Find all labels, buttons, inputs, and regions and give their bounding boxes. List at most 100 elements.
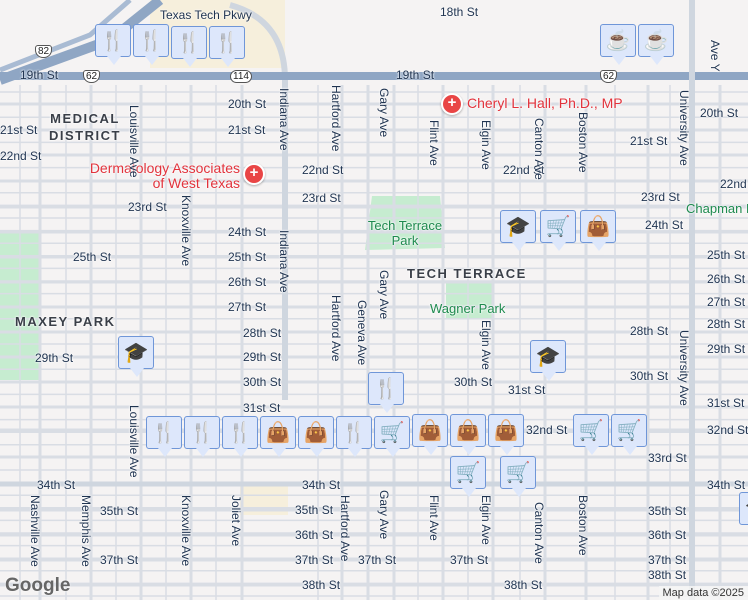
street-label: 36th St (295, 528, 334, 542)
highway-ramp (0, 0, 132, 73)
hospital-icon[interactable] (243, 163, 265, 185)
street-label: 35th St (100, 504, 139, 518)
highway-shield: 62 (600, 70, 618, 83)
street-label: 30th St (243, 375, 282, 389)
restaurant-marker[interactable]: 🍴 (209, 26, 245, 67)
street-label: 21st St (228, 123, 266, 137)
park-label[interactable]: Chapman Park (686, 201, 748, 216)
shopping-marker[interactable]: 👜 (412, 414, 448, 455)
avenue-label: Boston Ave (576, 112, 590, 173)
cafe-marker[interactable]: ☕ (600, 24, 636, 65)
highway-shield: 62 (83, 70, 101, 83)
street-label: 37th St (100, 553, 139, 567)
avenue-label: Louisville Ave (127, 105, 141, 178)
poi-label[interactable]: Dermatology Associates of West Texas (89, 160, 240, 191)
restaurant-icon: 🍴 (100, 30, 126, 52)
grocery-icon: 🛒 (578, 420, 604, 442)
restaurant-marker[interactable]: 🍴 (184, 416, 220, 457)
restaurant-marker[interactable]: 🍴 (95, 24, 131, 65)
restaurant-marker[interactable]: 🍴 (146, 416, 182, 457)
avenue-label: University Ave (677, 90, 691, 166)
street-label: 25th St (228, 250, 267, 264)
shopping-icon: 👜 (493, 420, 519, 442)
school-icon: 🎓 (123, 342, 149, 364)
hospital-icon[interactable] (441, 93, 463, 115)
street-label: 34th St (302, 478, 341, 492)
grocery-marker[interactable]: 🛒 (450, 456, 486, 497)
google-logo: Google (5, 575, 71, 596)
street-label: 30th St (630, 369, 669, 383)
restaurant-marker[interactable]: 🍴 (171, 26, 207, 67)
park-label[interactable]: Tech Terrace Park (367, 218, 443, 248)
avenue-label: Boston Ave (576, 495, 590, 556)
school-marker[interactable]: 🎓 (530, 340, 566, 381)
street-label: 22nd St (503, 163, 545, 177)
restaurant-icon: 🍴 (373, 378, 399, 400)
school-marker[interactable]: 🎓 (500, 210, 536, 251)
map-attribution[interactable]: Map data ©2025 (658, 586, 748, 600)
street-label: 19th St (396, 68, 435, 82)
restaurant-icon: 🍴 (151, 422, 177, 444)
restaurant-icon: 🍴 (138, 30, 164, 52)
avenue-label: Knoxville Ave (179, 495, 193, 567)
street-label: 37th St (648, 553, 687, 567)
avenue-label: University Ave (677, 330, 691, 406)
street-label: 27th St (228, 300, 267, 314)
street-label: 37th St (450, 553, 489, 567)
shopping-icon: 👜 (417, 420, 443, 442)
street-label: 22nd Pl (720, 177, 748, 191)
grocery-marker[interactable]: 🛒 (573, 414, 609, 455)
tech-terrace-park-area (365, 196, 445, 250)
school-marker[interactable]: 🎓 (739, 492, 748, 525)
street-label: 32nd St (707, 423, 748, 437)
school-marker[interactable]: 🎓 (118, 336, 154, 377)
restaurant-icon: 🍴 (341, 422, 367, 444)
grocery-marker[interactable]: 🛒 (374, 416, 410, 457)
grocery-marker[interactable]: 🛒 (540, 210, 576, 251)
park-label[interactable]: Wagner Park (430, 301, 506, 316)
shopping-marker[interactable]: 👜 (298, 416, 334, 457)
avenue-label: Gary Ave (377, 490, 391, 540)
street-label: 20th St (228, 97, 267, 111)
avenue-label: Knoxville Ave (179, 195, 193, 267)
grocery-marker[interactable]: 🛒 (611, 414, 647, 455)
avenue-label: Hartford Ave (329, 295, 343, 362)
shopping-marker[interactable]: 👜 (260, 416, 296, 457)
street-label: 29th St (707, 342, 746, 356)
avenue-label: Indiana Ave (277, 230, 291, 293)
shopping-marker[interactable]: 👜 (450, 414, 486, 455)
grocery-icon: 🛒 (455, 462, 481, 484)
avenue-label: Gary Ave (377, 270, 391, 320)
street-label: 19th St (20, 68, 59, 82)
shopping-icon: 👜 (585, 216, 611, 238)
avenue-label: Canton Ave (532, 502, 546, 564)
street-label: 28th St (630, 324, 669, 338)
avenue-label: Louisville Ave (127, 405, 141, 478)
restaurant-marker[interactable]: 🍴 (222, 416, 258, 457)
street-label: 27th St (707, 295, 746, 309)
avenue-label: Flint Ave (427, 120, 441, 166)
grocery-icon: 🛒 (616, 420, 642, 442)
cafe-marker[interactable]: ☕ (638, 24, 674, 65)
street-label: 24th St (228, 225, 267, 239)
avenue-label: Nashville Ave (28, 495, 42, 567)
street-label: 35th St (648, 504, 687, 518)
shopping-icon: 👜 (265, 422, 291, 444)
restaurant-marker[interactable]: 🍴 (133, 24, 169, 65)
street-label: 26th St (707, 272, 746, 286)
restaurant-marker[interactable]: 🍴 (368, 372, 404, 413)
street-label: 28th St (243, 326, 282, 340)
street-label: 31st St (243, 401, 281, 415)
street-label: 37th St (295, 553, 334, 567)
poi-label[interactable]: Cheryl L. Hall, Ph.D., MP (467, 95, 623, 111)
shopping-marker[interactable]: 👜 (580, 210, 616, 251)
grocery-marker[interactable]: 🛒 (500, 456, 536, 497)
restaurant-icon: 🍴 (214, 32, 240, 54)
shopping-icon: 👜 (455, 420, 481, 442)
avenue-label: Canton Ave (532, 118, 546, 180)
shopping-marker[interactable]: 👜 (488, 414, 524, 455)
highway-shield: 82 (35, 45, 53, 58)
restaurant-marker[interactable]: 🍴 (336, 416, 372, 457)
street-label: 33rd St (648, 451, 687, 465)
